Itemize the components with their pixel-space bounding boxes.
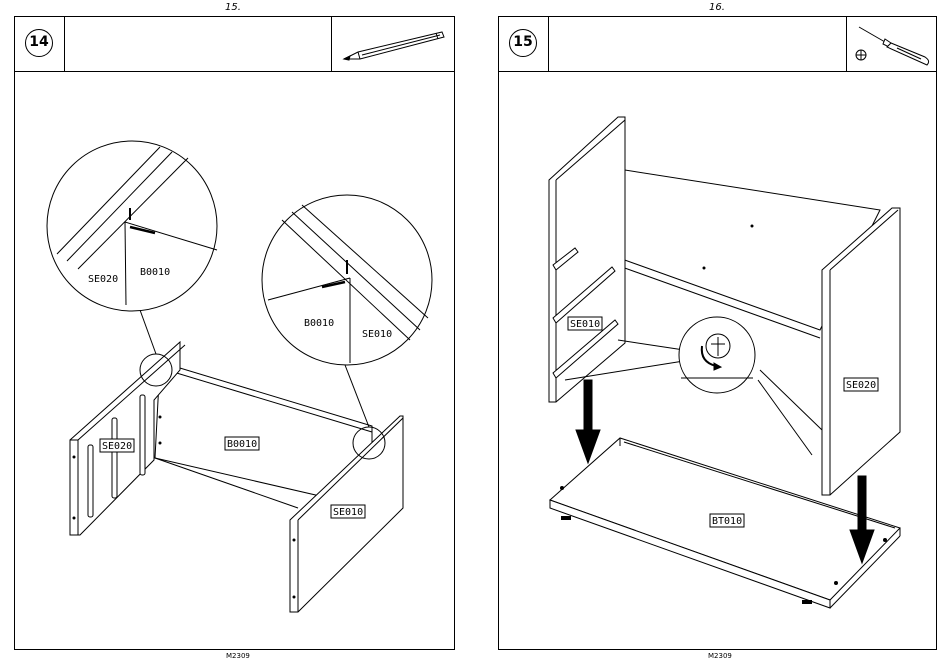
cam-lock-detail — [679, 317, 755, 393]
part-label-se020-right: SE020 — [846, 380, 876, 391]
part-label-bt010: BT010 — [712, 516, 742, 527]
part-label-se010-right: SE010 — [570, 319, 600, 330]
arrow-down-left-icon — [576, 380, 600, 463]
